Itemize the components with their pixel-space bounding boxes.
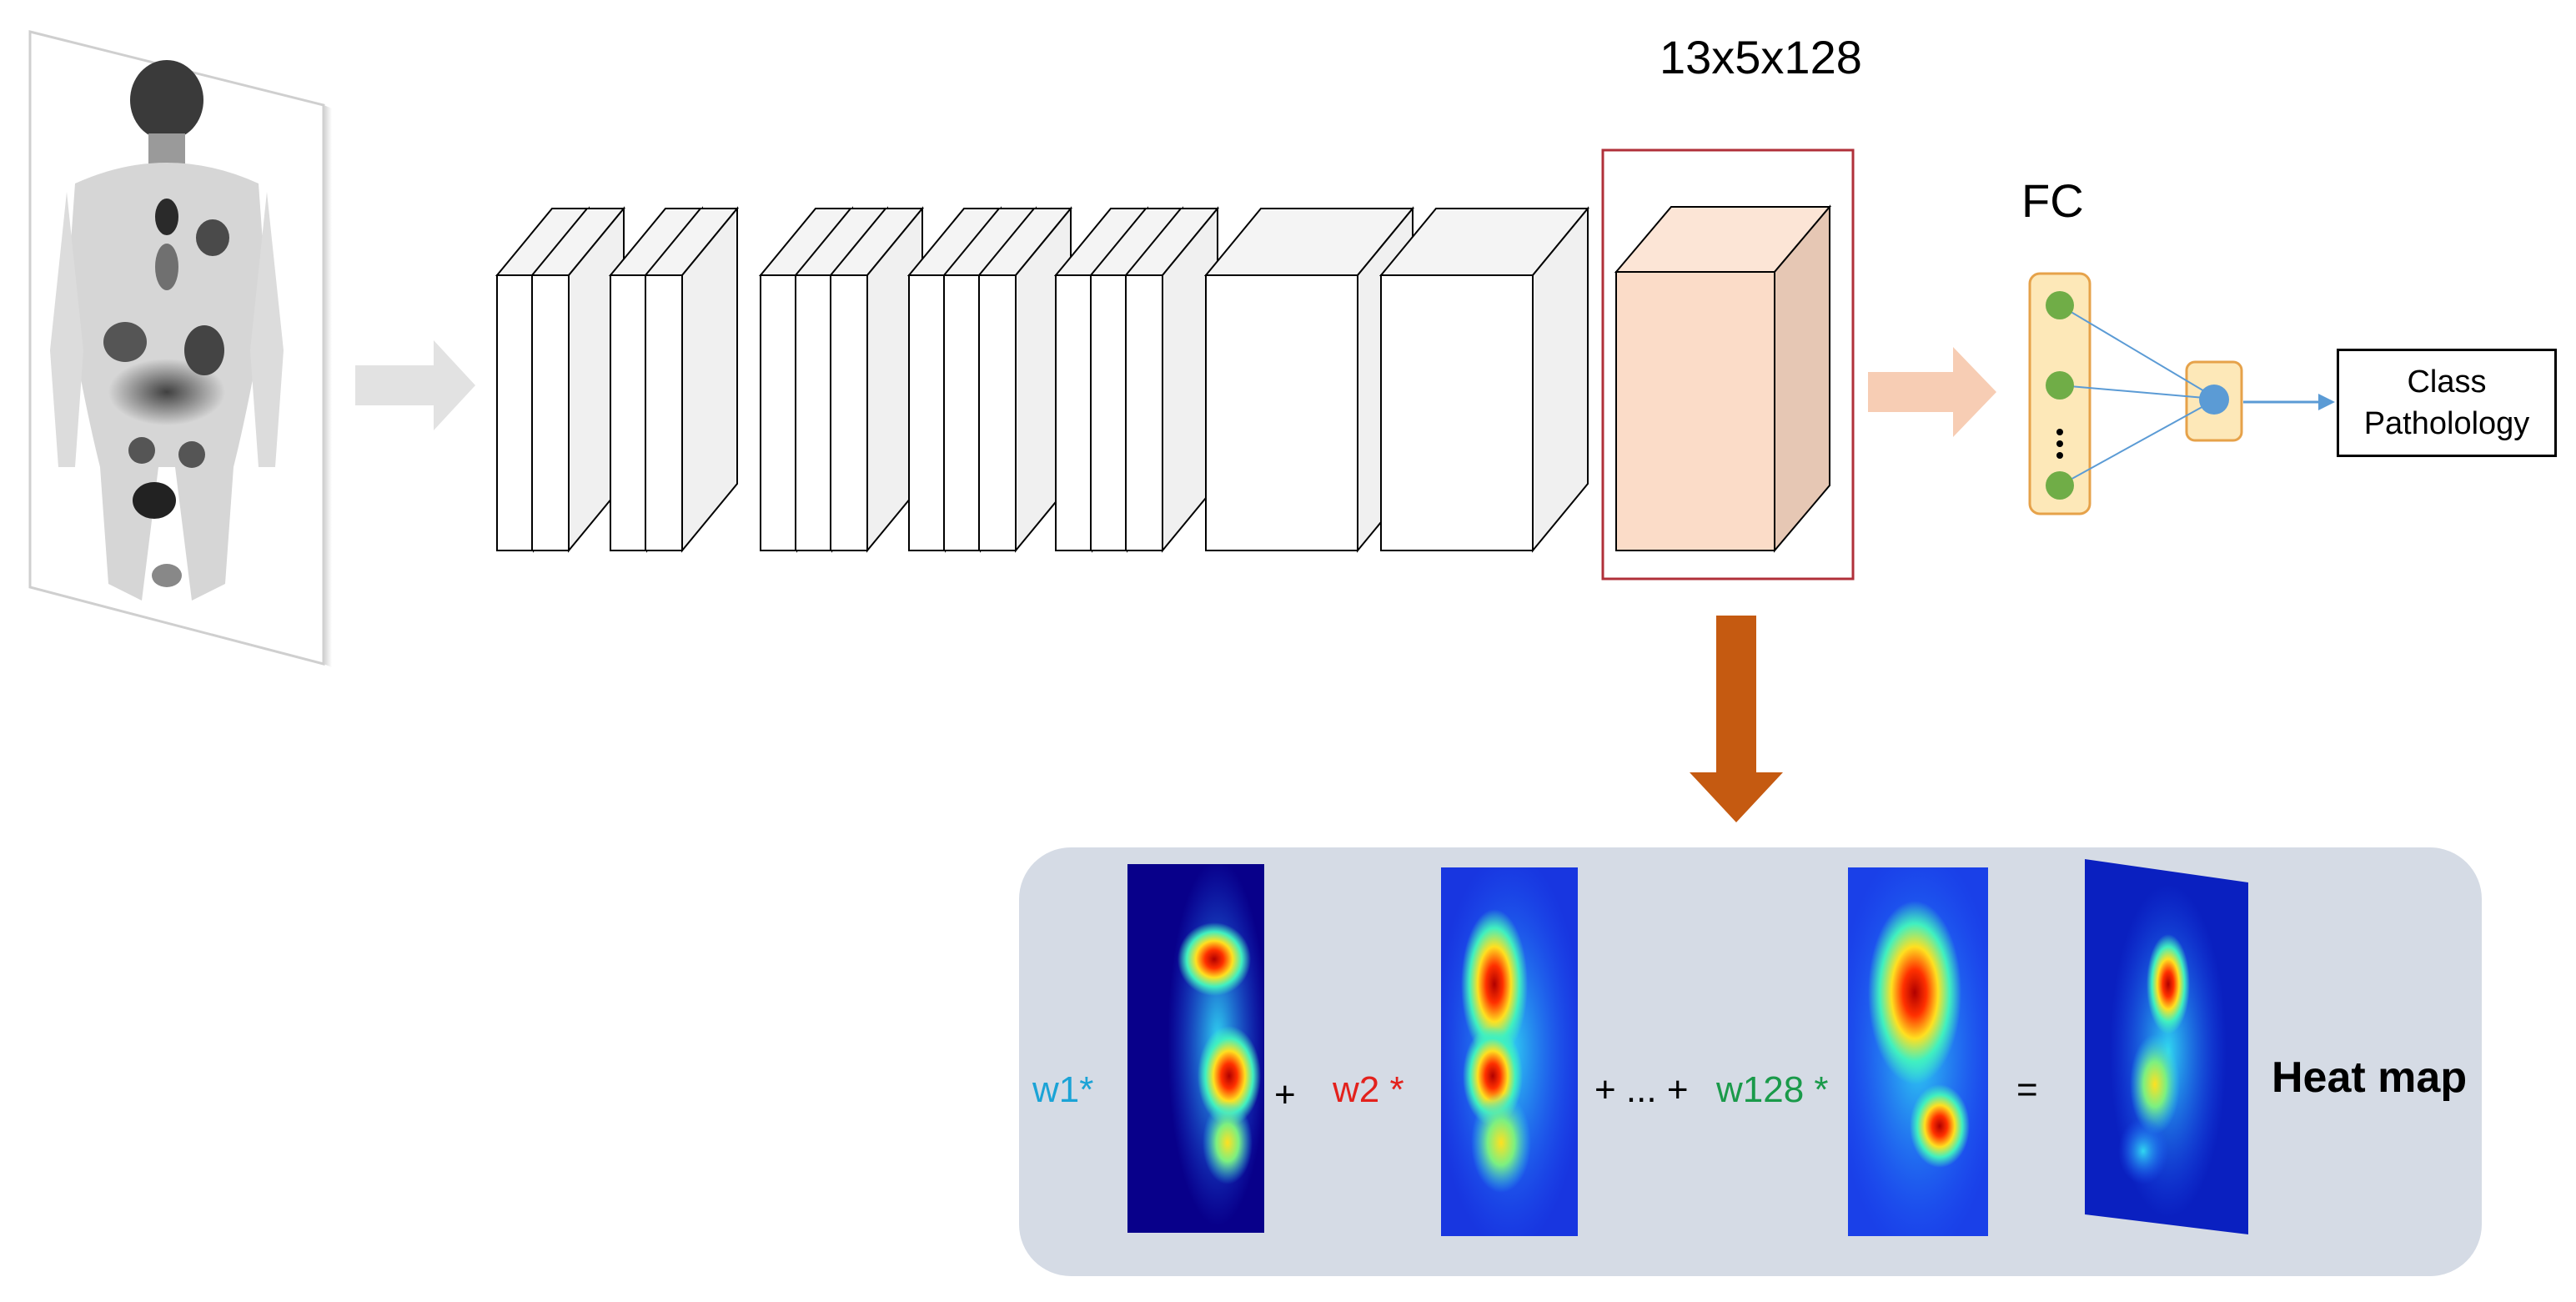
class-output-box: Class Patholology xyxy=(2337,349,2557,457)
heat-map-label: Heat map xyxy=(2272,1053,2468,1102)
fc-network xyxy=(2028,272,2335,515)
neuron-n xyxy=(2046,471,2074,500)
feature-map-block xyxy=(1601,148,1855,581)
fc-label: FC xyxy=(2021,174,2084,227)
output-neuron xyxy=(2199,385,2229,415)
conv-block-large-2 xyxy=(1378,206,1590,553)
input-scan-image xyxy=(28,30,332,667)
activation-map-128 xyxy=(1848,867,1988,1236)
neuron-2 xyxy=(2046,371,2074,400)
output-arrow-head xyxy=(2318,394,2335,410)
class-output-label: Class Patholology xyxy=(2363,364,2530,441)
conv-slab-13 xyxy=(1123,206,1220,553)
plus-sign: + xyxy=(1274,1074,1296,1115)
feature-map-highlight-box xyxy=(1601,148,1855,581)
conv-slab-4 xyxy=(643,206,740,553)
equals-sign: = xyxy=(2016,1069,2038,1110)
plus-ellipsis: + ... + xyxy=(1594,1069,1689,1110)
down-arrow xyxy=(1690,616,1783,822)
weight-w128-label: w128 * xyxy=(1716,1069,1829,1110)
activation-map-2 xyxy=(1441,867,1578,1236)
conv-slab-10 xyxy=(977,206,1073,553)
fc-arrow xyxy=(1868,347,1996,437)
weight-w1-label: w1* xyxy=(1032,1069,1094,1110)
feature-map-dims-label: 13x5x128 xyxy=(1660,31,1862,83)
neuron-1 xyxy=(2046,291,2074,319)
weight-w2-label: w2 * xyxy=(1333,1069,1404,1110)
input-arrow xyxy=(355,340,475,430)
activation-map-1 xyxy=(1127,864,1264,1233)
heat-map-result xyxy=(2085,859,2248,1234)
conv-layers xyxy=(495,206,1590,553)
